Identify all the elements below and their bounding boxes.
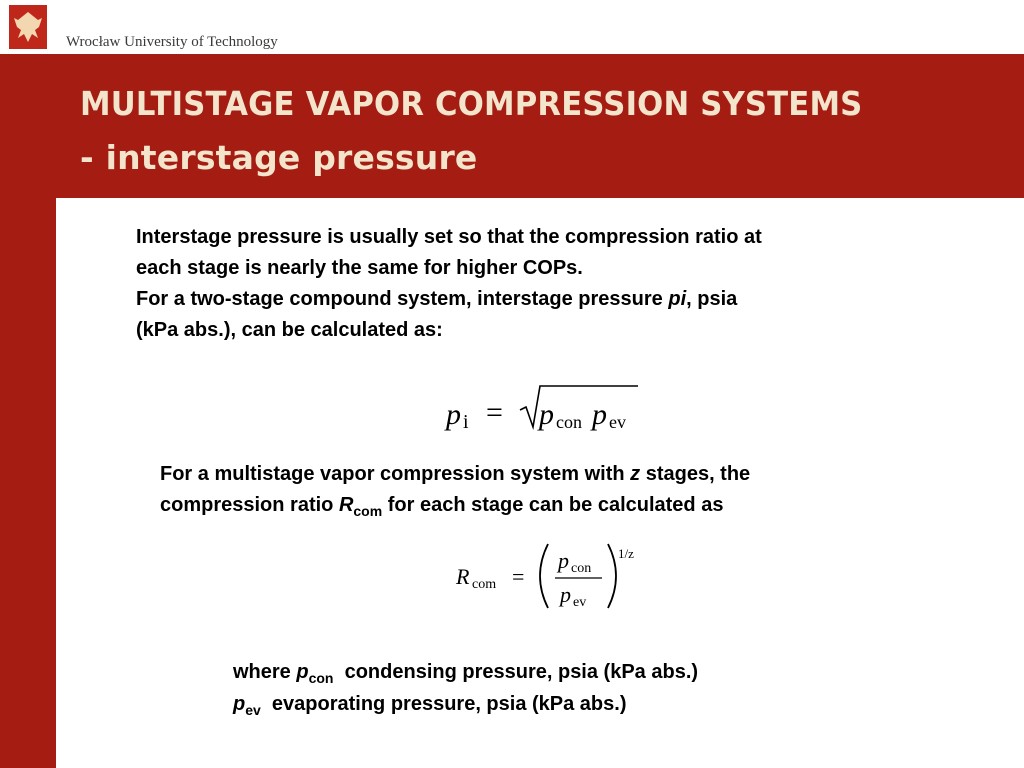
variable-r-sub: com (353, 503, 383, 519)
multistage-line-1: For a multistage vapor compression syste… (160, 459, 750, 490)
intro-paragraph: Interstage pressure is usually set so th… (136, 222, 762, 346)
title-band: MULTISTAGE VAPOR COMPRESSION SYSTEMS - i… (56, 54, 1024, 198)
where-line-1: where pcon condensing pressure, psia (kP… (233, 657, 698, 689)
multistage-line-1-tail: stages, the (640, 463, 751, 485)
formula1-rad-var1: p (537, 398, 554, 431)
formula2-den-sub: ev (573, 595, 586, 610)
multistage-line-2-tail: for each stage can be calculated as (382, 494, 724, 516)
eagle-crest-icon (9, 5, 47, 49)
pev-definition: evaporating pressure, psia (kPa abs.) (260, 693, 627, 715)
intro-line-3: For a two-stage compound system, interst… (136, 284, 762, 315)
formula2-num: p (556, 548, 569, 573)
multistage-line-1-text: For a multistage vapor compression syste… (160, 463, 631, 485)
intro-line-1: Interstage pressure is usually set so th… (136, 226, 762, 248)
formula1-rad-sub2: ev (609, 412, 626, 432)
radical-sign-icon (519, 385, 638, 431)
left-paren-icon (539, 543, 549, 609)
pcon-definition: condensing pressure, psia (kPa abs.) (333, 661, 699, 683)
formula2-lhs: R (455, 564, 470, 589)
variable-pev-sub: ev (245, 702, 261, 718)
formula2-lhs-sub: com (472, 577, 496, 592)
formula2-equals: = (512, 564, 524, 589)
where-definitions: where pcon condensing pressure, psia (kP… (233, 657, 698, 721)
variable-pev: p (233, 693, 246, 715)
slide-title-line1: MULTISTAGE VAPOR COMPRESSION SYSTEMS (80, 84, 863, 123)
where-label: where (233, 661, 297, 683)
multistage-paragraph: For a multistage vapor compression syste… (160, 459, 750, 522)
formula1-lhs: p (444, 398, 461, 431)
formula1-equals: = (486, 396, 503, 429)
multistage-line-2-text: compression ratio (160, 494, 339, 516)
intro-line-3-text: For a two-stage compound system, interst… (136, 288, 669, 310)
intro-line-4: (kPa abs.), can be calculated as: (136, 319, 443, 341)
compression-ratio-formula: R com = p con p ev 1/z (455, 543, 634, 610)
variable-pi: pi (668, 288, 687, 310)
slide-title-line2: - interstage pressure (80, 138, 478, 177)
variable-z: z (630, 463, 641, 485)
where-line-2: pev evaporating pressure, psia (kPa abs.… (233, 689, 698, 721)
formula2-num-sub: con (571, 561, 591, 576)
formula2-exponent: 1/z (618, 546, 634, 561)
formula2-den: p (558, 582, 571, 607)
interstage-pressure-formula: p i = p con p ev (444, 385, 638, 433)
variable-pcon: p (296, 661, 309, 683)
formula1-lhs-sub: i (463, 411, 469, 433)
left-accent-bar (0, 54, 56, 768)
formula1-rad-sub1: con (556, 412, 582, 432)
intro-line-3-tail: , psia (686, 288, 738, 310)
variable-pcon-sub: con (308, 670, 334, 686)
multistage-line-2: compression ratio Rcom for each stage ca… (160, 490, 750, 522)
intro-line-2: each stage is nearly the same for higher… (136, 257, 583, 279)
right-paren-icon (607, 543, 617, 609)
logo-area (0, 0, 56, 54)
university-name: Wrocław University of Technology (66, 34, 278, 50)
formula1-rad-var2: p (590, 398, 607, 431)
variable-r: R (338, 494, 354, 516)
